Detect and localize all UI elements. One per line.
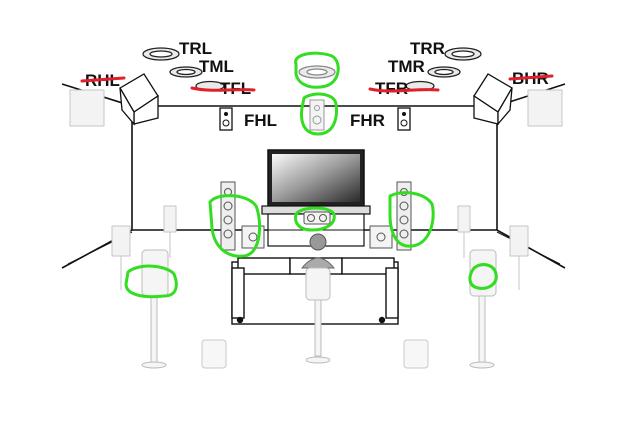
label-fhl: FHL: [244, 111, 277, 130]
surround-back-speaker: [305, 267, 331, 364]
label-tml: TML: [199, 57, 234, 76]
surround-left-speaker: [141, 249, 169, 369]
ceiling-speakers: [142, 47, 482, 92]
back-height-left-speaker: [119, 73, 159, 126]
front-height-left-speaker: [219, 107, 233, 131]
faded-speakers: [69, 89, 563, 290]
front-height-center-speaker: [309, 99, 325, 131]
green-highlights: [124, 51, 498, 299]
center-speaker: [303, 211, 331, 225]
label-trr: TRR: [410, 39, 445, 58]
subwoofers: [201, 339, 429, 369]
label-tfr: TFR: [375, 79, 408, 98]
label-fhr: FHR: [350, 111, 385, 130]
back-height-right-speaker: [473, 73, 513, 126]
strike-marks: [80, 74, 554, 93]
label-trl: TRL: [179, 39, 212, 58]
label-tmr: TMR: [388, 57, 425, 76]
listener: [300, 233, 336, 269]
front-height-right-speaker: [397, 107, 411, 131]
surround-right-speaker: [469, 249, 497, 369]
front-right-tower: [369, 181, 412, 251]
television: [261, 149, 371, 247]
